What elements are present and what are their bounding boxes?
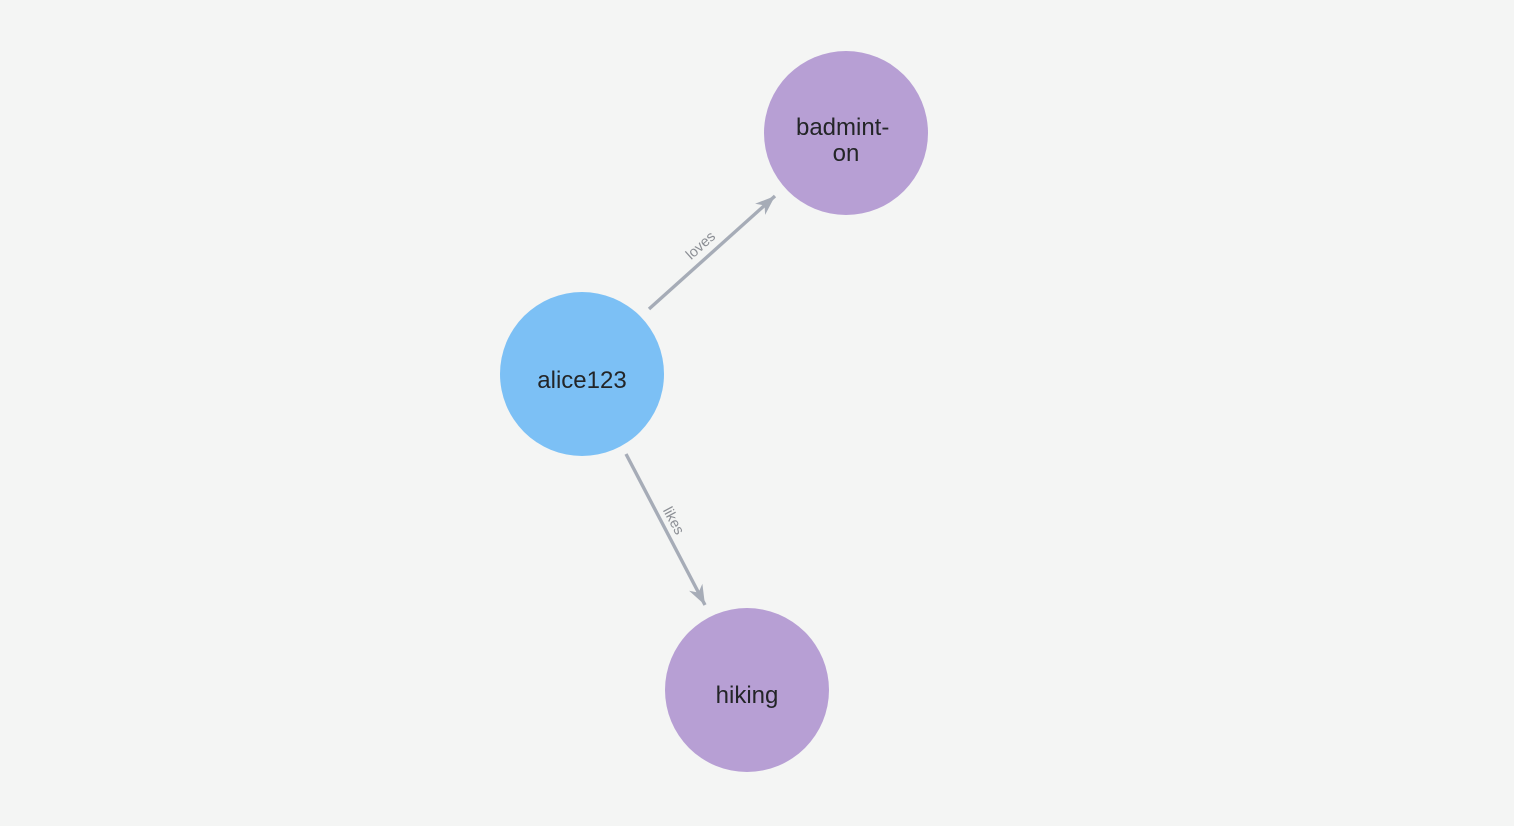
node-circle-hiking	[665, 608, 829, 772]
edge-line-loves	[647, 194, 777, 311]
node-badminton[interactable]: badmint- on	[764, 51, 928, 215]
node-circle-badminton	[764, 51, 928, 215]
edge-line-likes	[624, 453, 707, 606]
node-alice123[interactable]: alice123	[500, 292, 664, 456]
node-circle-alice123	[500, 292, 664, 456]
node-hiking[interactable]: hiking	[665, 608, 829, 772]
